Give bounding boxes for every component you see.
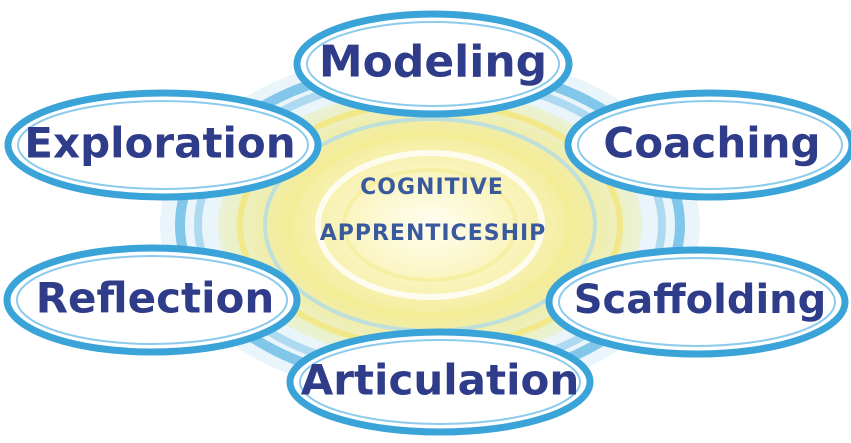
center-title-line-2: APPRENTICESHIP <box>320 221 547 246</box>
node-reflection: Reflection <box>3 244 301 356</box>
node-articulation-inner-ring <box>299 339 581 425</box>
yellow-ring-3 <box>342 168 518 282</box>
node-scaffolding: Scaffolding <box>545 246 849 358</box>
node-reflection-ellipse <box>3 244 301 356</box>
node-coaching: Coaching <box>564 89 851 201</box>
node-exploration-inner-ring <box>17 100 309 190</box>
node-modeling: Modeling <box>293 10 573 118</box>
center-title-line-1: COGNITIVE <box>360 175 504 200</box>
node-modeling-ellipse <box>293 10 573 118</box>
node-scaffolding-label: Scaffolding <box>574 277 827 323</box>
node-modeling-label: Modeling <box>319 37 547 88</box>
node-exploration-label: Exploration <box>24 119 295 168</box>
node-reflection-inner-ring <box>16 255 288 345</box>
node-articulation: Articulation <box>286 328 594 436</box>
node-reflection-label: Reflection <box>36 274 275 323</box>
node-articulation-label: Articulation <box>301 356 579 405</box>
node-articulation-ellipse <box>286 328 594 436</box>
node-coaching-label: Coaching <box>603 119 820 168</box>
sun-core <box>218 89 642 361</box>
node-scaffolding-inner-ring <box>558 257 836 347</box>
node-coaching-inner-ring <box>577 100 843 190</box>
node-exploration: Exploration <box>4 89 322 201</box>
node-modeling-inner-ring <box>306 21 560 107</box>
yellow-ring-2 <box>287 132 573 318</box>
node-coaching-ellipse <box>564 89 851 201</box>
node-exploration-ellipse <box>4 89 322 201</box>
white-ring <box>315 150 545 300</box>
node-scaffolding-ellipse <box>545 246 849 358</box>
